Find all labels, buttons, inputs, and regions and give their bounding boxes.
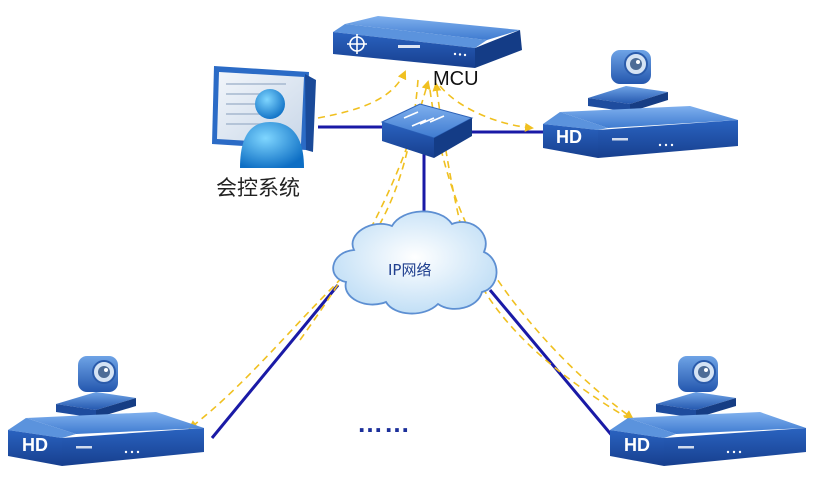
control-system-label: 会控系统 [216,176,300,200]
terminal-right-top-label: HD [556,127,582,147]
ptz-camera-icon [588,50,668,112]
ip-network-cloud-icon [332,210,498,315]
user-avatar-icon [240,89,304,168]
ptz-camera-icon [656,356,736,418]
ptz-camera-icon [56,356,136,418]
video-terminal-icon [8,412,204,466]
video-terminal-right [610,356,806,466]
mcu-label: MCU [433,68,479,90]
ip-network-label: IP网络 [388,261,431,279]
link-cloud-to-terminal-right [488,289,616,439]
video-terminal-icon [610,412,806,466]
mcu-server-icon [333,16,522,68]
arrow-control-to-mcu [317,70,407,119]
video-terminal-left [8,356,204,466]
link-cloud-to-terminal-left [210,284,340,439]
arrow-mcu-to-terminal-left [188,79,419,430]
arrow-mcu-to-terminal-right-top [439,85,534,132]
network-links [210,125,616,439]
more-terminals-ellipsis: …… [357,408,411,438]
terminal-right-label: HD [624,435,650,455]
network-switch-icon [380,103,474,158]
control-system-workstation-icon [212,66,316,168]
arrow-mcu-to-terminal-right [429,89,634,420]
terminal-left-label: HD [22,435,48,455]
video-terminal-icon [543,106,738,158]
video-terminal-right-top [543,50,738,158]
